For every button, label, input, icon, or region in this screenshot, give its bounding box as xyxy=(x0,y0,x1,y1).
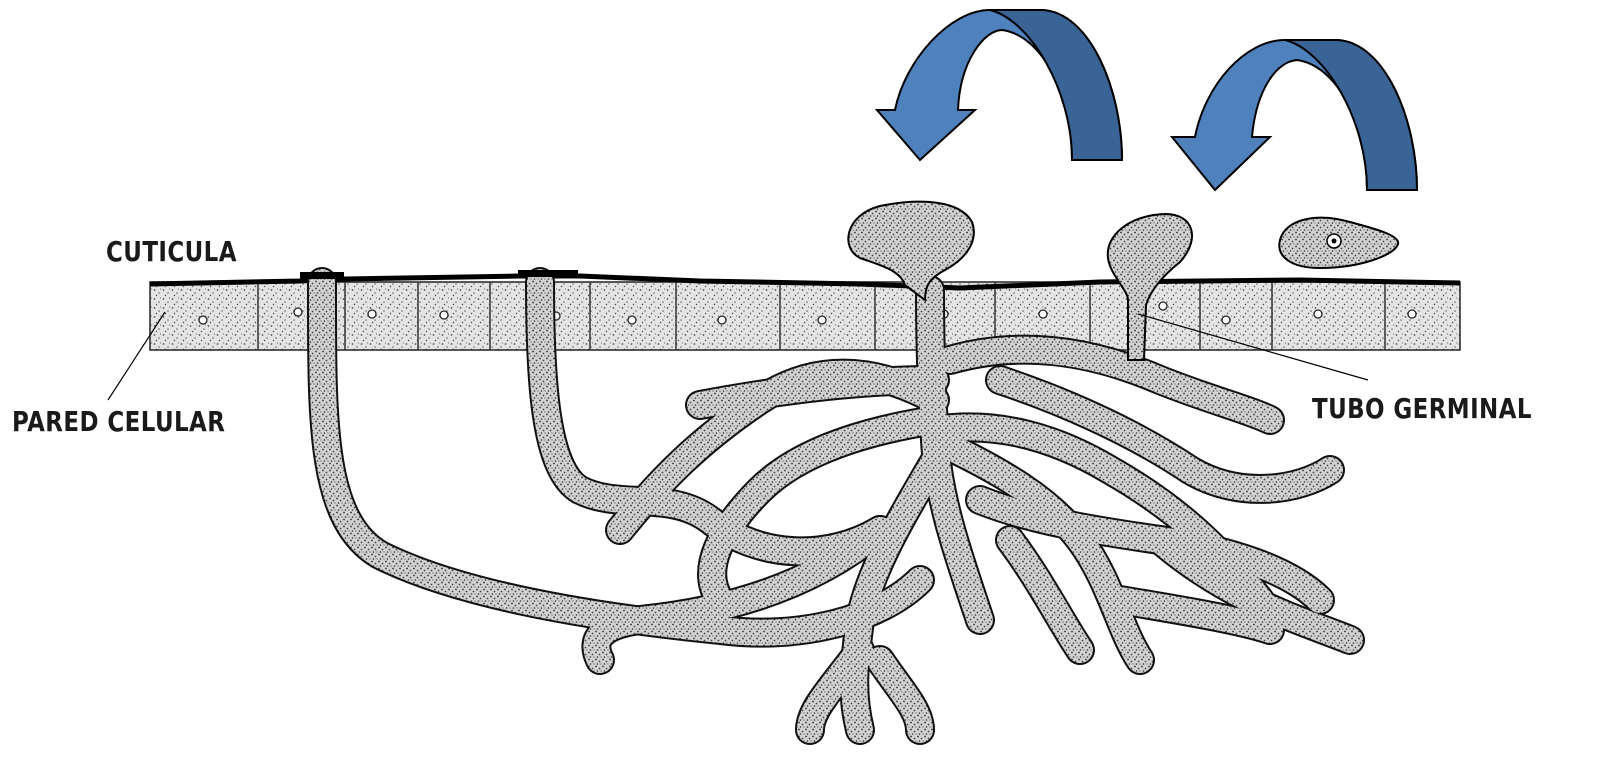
curved-arrow-right xyxy=(1172,40,1417,190)
appressorium-left xyxy=(300,272,344,279)
curved-arrow-left xyxy=(877,10,1122,160)
appressorium-right xyxy=(518,270,578,277)
label-cuticula: CUTICULA xyxy=(106,235,237,268)
epidermal-cell-layer xyxy=(150,282,1460,350)
pared-celular-leader xyxy=(108,312,165,400)
spore-small xyxy=(1279,218,1398,268)
label-pared-celular: PARED CELULAR xyxy=(12,405,225,438)
label-tubo-germinal: TUBO GERMINAL xyxy=(1312,392,1532,425)
